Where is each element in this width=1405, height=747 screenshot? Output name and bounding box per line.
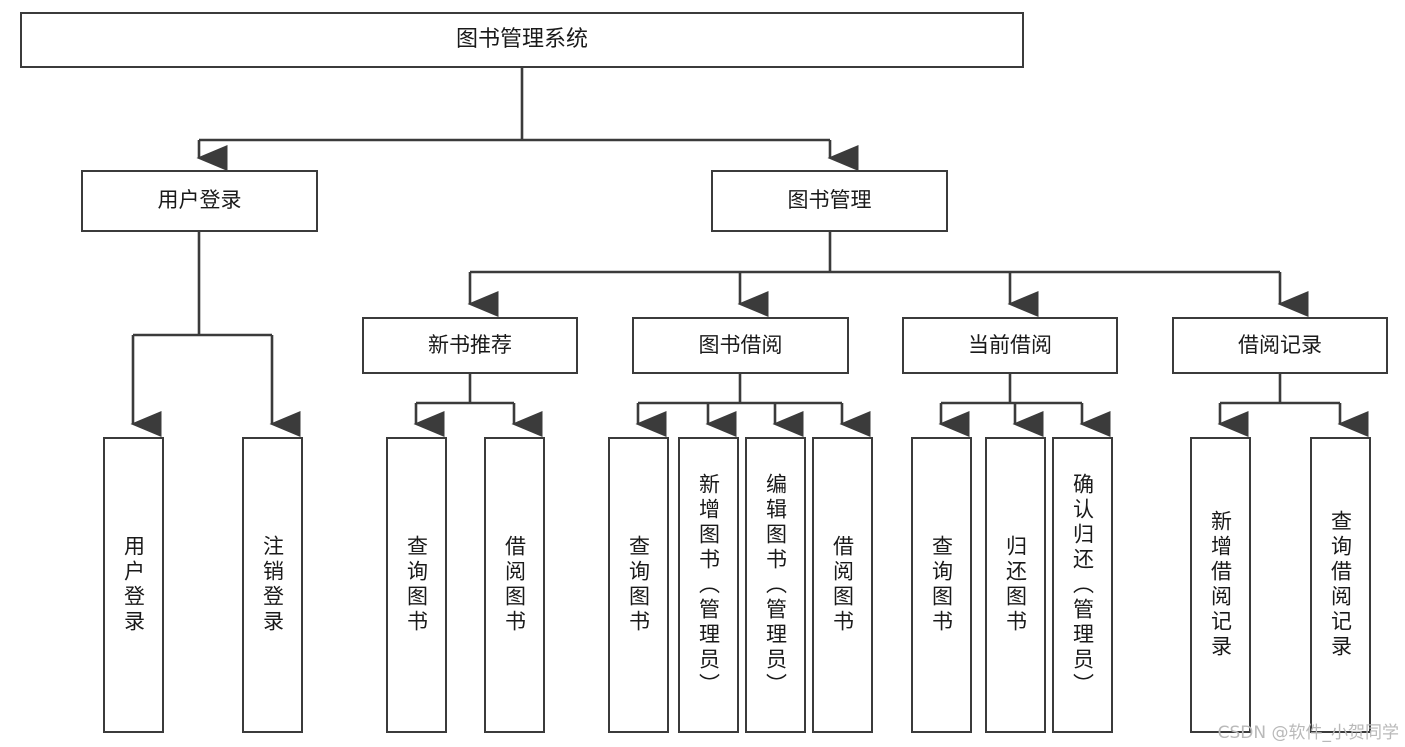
node-leaf-logout-label: 注销登录 [260,535,285,635]
node-leaf-borrow-book-1-label: 借阅图书 [502,535,527,635]
node-root-label: 图书管理系统 [455,26,588,52]
node-leaf-query-record[interactable]: 查询借阅记录 [1310,437,1371,733]
node-book-borrow-label: 图书借阅 [698,332,783,357]
node-borrow-record[interactable]: 借阅记录 [1172,317,1388,374]
node-leaf-add-book-label: 新增图书（管理员） [696,472,721,698]
node-leaf-return-book-label: 归还图书 [1003,535,1028,635]
node-root[interactable]: 图书管理系统 [20,12,1024,68]
node-leaf-query-book-2[interactable]: 查询图书 [608,437,669,733]
node-leaf-query-book-3-label: 查询图书 [929,535,954,635]
node-leaf-edit-book[interactable]: 编辑图书（管理员） [745,437,806,733]
node-leaf-confirm-return[interactable]: 确认归还（管理员） [1052,437,1113,733]
node-leaf-add-record[interactable]: 新增借阅记录 [1190,437,1251,733]
node-leaf-query-book-1-label: 查询图书 [404,535,429,635]
watermark-text: CSDN @软件_小贺同学 [1217,723,1399,743]
node-current-borrow[interactable]: 当前借阅 [902,317,1118,374]
node-leaf-add-record-label: 新增借阅记录 [1208,510,1233,660]
node-current-borrow-label: 当前借阅 [968,332,1052,357]
node-leaf-borrow-book-2[interactable]: 借阅图书 [812,437,873,733]
node-leaf-edit-book-label: 编辑图书（管理员） [763,472,788,698]
node-leaf-user-login-label: 用户登录 [121,535,146,635]
node-leaf-add-book[interactable]: 新增图书（管理员） [678,437,739,733]
node-user-login[interactable]: 用户登录 [81,170,318,232]
node-borrow-record-label: 借阅记录 [1238,332,1322,357]
node-book-manage-label: 图书管理 [787,188,872,213]
node-leaf-borrow-book-2-label: 借阅图书 [830,535,855,635]
node-leaf-return-book[interactable]: 归还图书 [985,437,1046,733]
node-leaf-logout[interactable]: 注销登录 [242,437,303,733]
node-book-borrow[interactable]: 图书借阅 [632,317,849,374]
node-leaf-query-book-2-label: 查询图书 [626,535,651,635]
node-new-book-recommend[interactable]: 新书推荐 [362,317,578,374]
node-leaf-borrow-book-1[interactable]: 借阅图书 [484,437,545,733]
node-leaf-query-book-1[interactable]: 查询图书 [386,437,447,733]
node-user-login-label: 用户登录 [157,188,242,213]
node-leaf-user-login[interactable]: 用户登录 [103,437,164,733]
node-new-book-recommend-label: 新书推荐 [428,332,512,357]
node-leaf-confirm-return-label: 确认归还（管理员） [1070,472,1095,698]
node-leaf-query-book-3[interactable]: 查询图书 [911,437,972,733]
node-book-manage[interactable]: 图书管理 [711,170,948,232]
node-leaf-query-record-label: 查询借阅记录 [1328,510,1353,660]
